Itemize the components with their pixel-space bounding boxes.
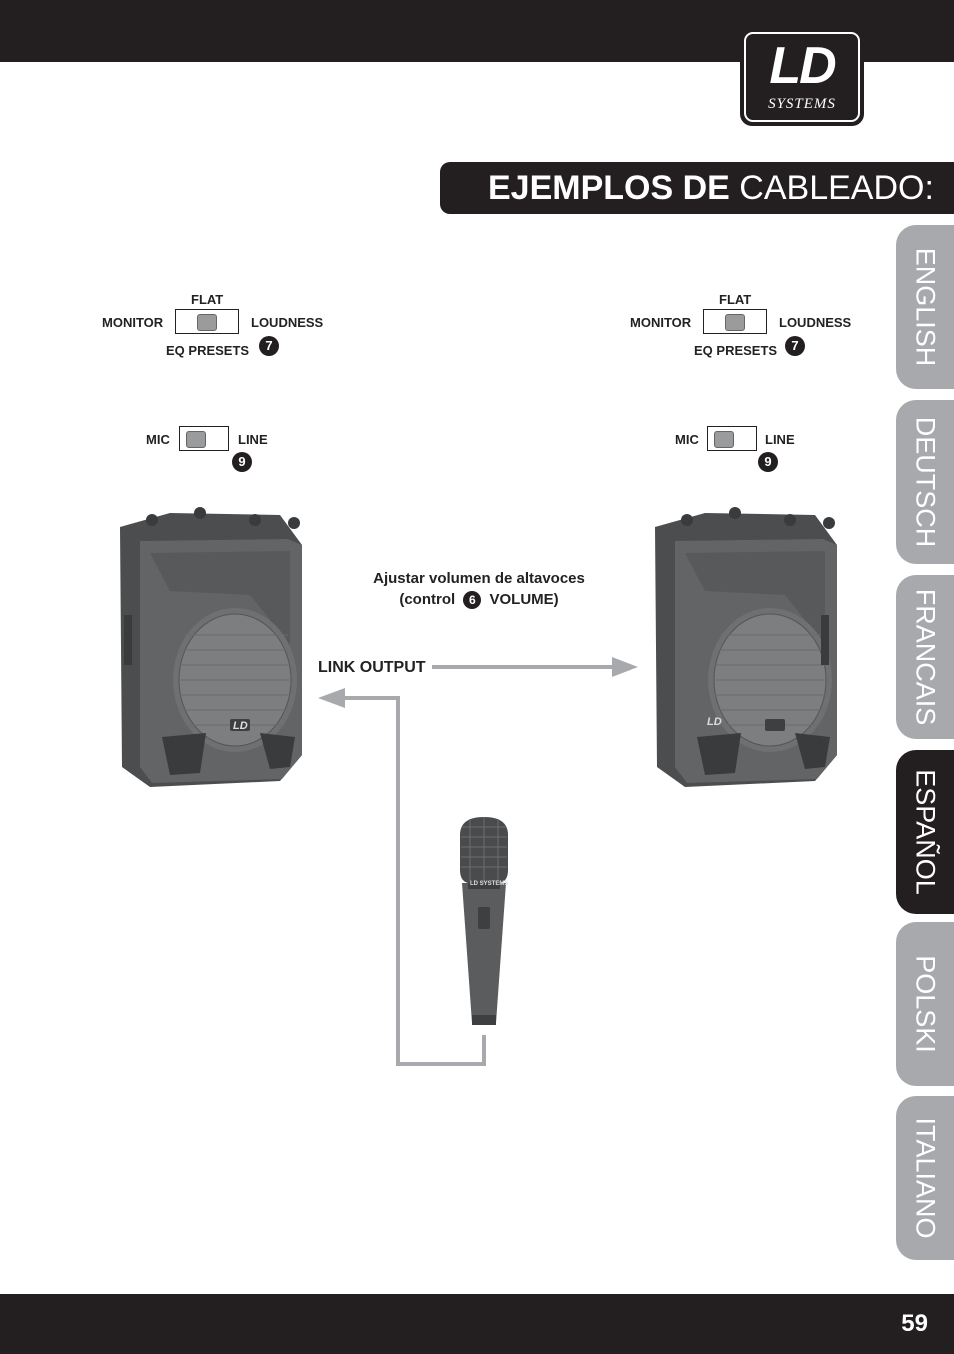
volume-caption: Ajustar volumen de altavoces (control 6 … [360,570,598,610]
right-speaker-icon [655,507,837,787]
volume-caption-line2: (control 6 VOLUME) [360,591,598,610]
title-light: CABLEADO: [739,169,934,207]
left-input-switch-knob [186,431,206,448]
left-eq-switch-knob [197,314,217,331]
tab-polski[interactable]: POLSKI [896,922,954,1086]
logo-frame: LD SYSTEMS [744,32,860,122]
volume-caption-pre: (control [399,591,456,608]
left-line-label: LINE [238,432,268,447]
right-input-number-badge: 9 [758,452,778,472]
right-eq-presets-label: EQ PRESETS [694,343,778,358]
left-speaker-logo: LD [233,720,248,732]
left-mic-label: MIC [146,432,170,447]
left-eq-number-badge: 7 [259,336,279,356]
volume-number-badge: 6 [463,591,482,610]
left-eq-switch[interactable] [175,309,239,334]
mic-brand-label: LD SYSTEMS [470,881,509,887]
link-output-arrow [432,657,638,677]
left-eq-presets-label: EQ PRESETS [166,343,250,358]
right-line-label: LINE [765,432,795,447]
volume-caption-line1: Ajustar volumen de altavoces [373,570,585,587]
logo-systems-text: SYSTEMS [768,96,836,112]
right-eq-switch[interactable] [703,309,767,334]
logo-ld-text: LD [769,37,836,95]
left-speaker-icon [120,507,302,787]
tab-francais[interactable]: FRANCAIS [896,575,954,739]
ld-systems-logo: LD SYSTEMS [740,28,864,126]
bottom-bar [0,1294,954,1354]
page-number: 59 [901,1310,928,1337]
microphone-icon [460,817,508,1025]
left-eq-monitor-label: MONITOR [102,315,164,330]
right-input-switch[interactable] [707,426,757,451]
right-eq-flat-label: FLAT [719,292,752,307]
right-eq-number-badge: 7 [785,336,805,356]
right-mic-label: MIC [675,432,699,447]
right-speaker-logo: LD [707,716,722,728]
right-eq-monitor-label: MONITOR [630,315,692,330]
tab-espanol[interactable]: ESPAÑOL [896,750,954,914]
left-input-number-badge: 9 [232,452,252,472]
tab-english[interactable]: ENGLISH [896,225,954,389]
left-eq-loudness-label: LOUDNESS [251,315,324,330]
right-eq-loudness-label: LOUDNESS [779,315,852,330]
tab-italiano[interactable]: ITALIANO [896,1096,954,1260]
left-eq-flat-label: FLAT [191,292,224,307]
mic-cable [318,688,486,1066]
title-bold: EJEMPLOS DE [488,169,730,207]
right-input-switch-knob [714,431,734,448]
tab-deutsch[interactable]: DEUTSCH [896,400,954,564]
link-output-label: LINK OUTPUT [318,659,426,676]
right-eq-switch-knob [725,314,745,331]
page-title: EJEMPLOS DE CABLEADO: [440,162,954,214]
volume-caption-post: VOLUME) [489,591,559,608]
left-input-switch[interactable] [179,426,229,451]
